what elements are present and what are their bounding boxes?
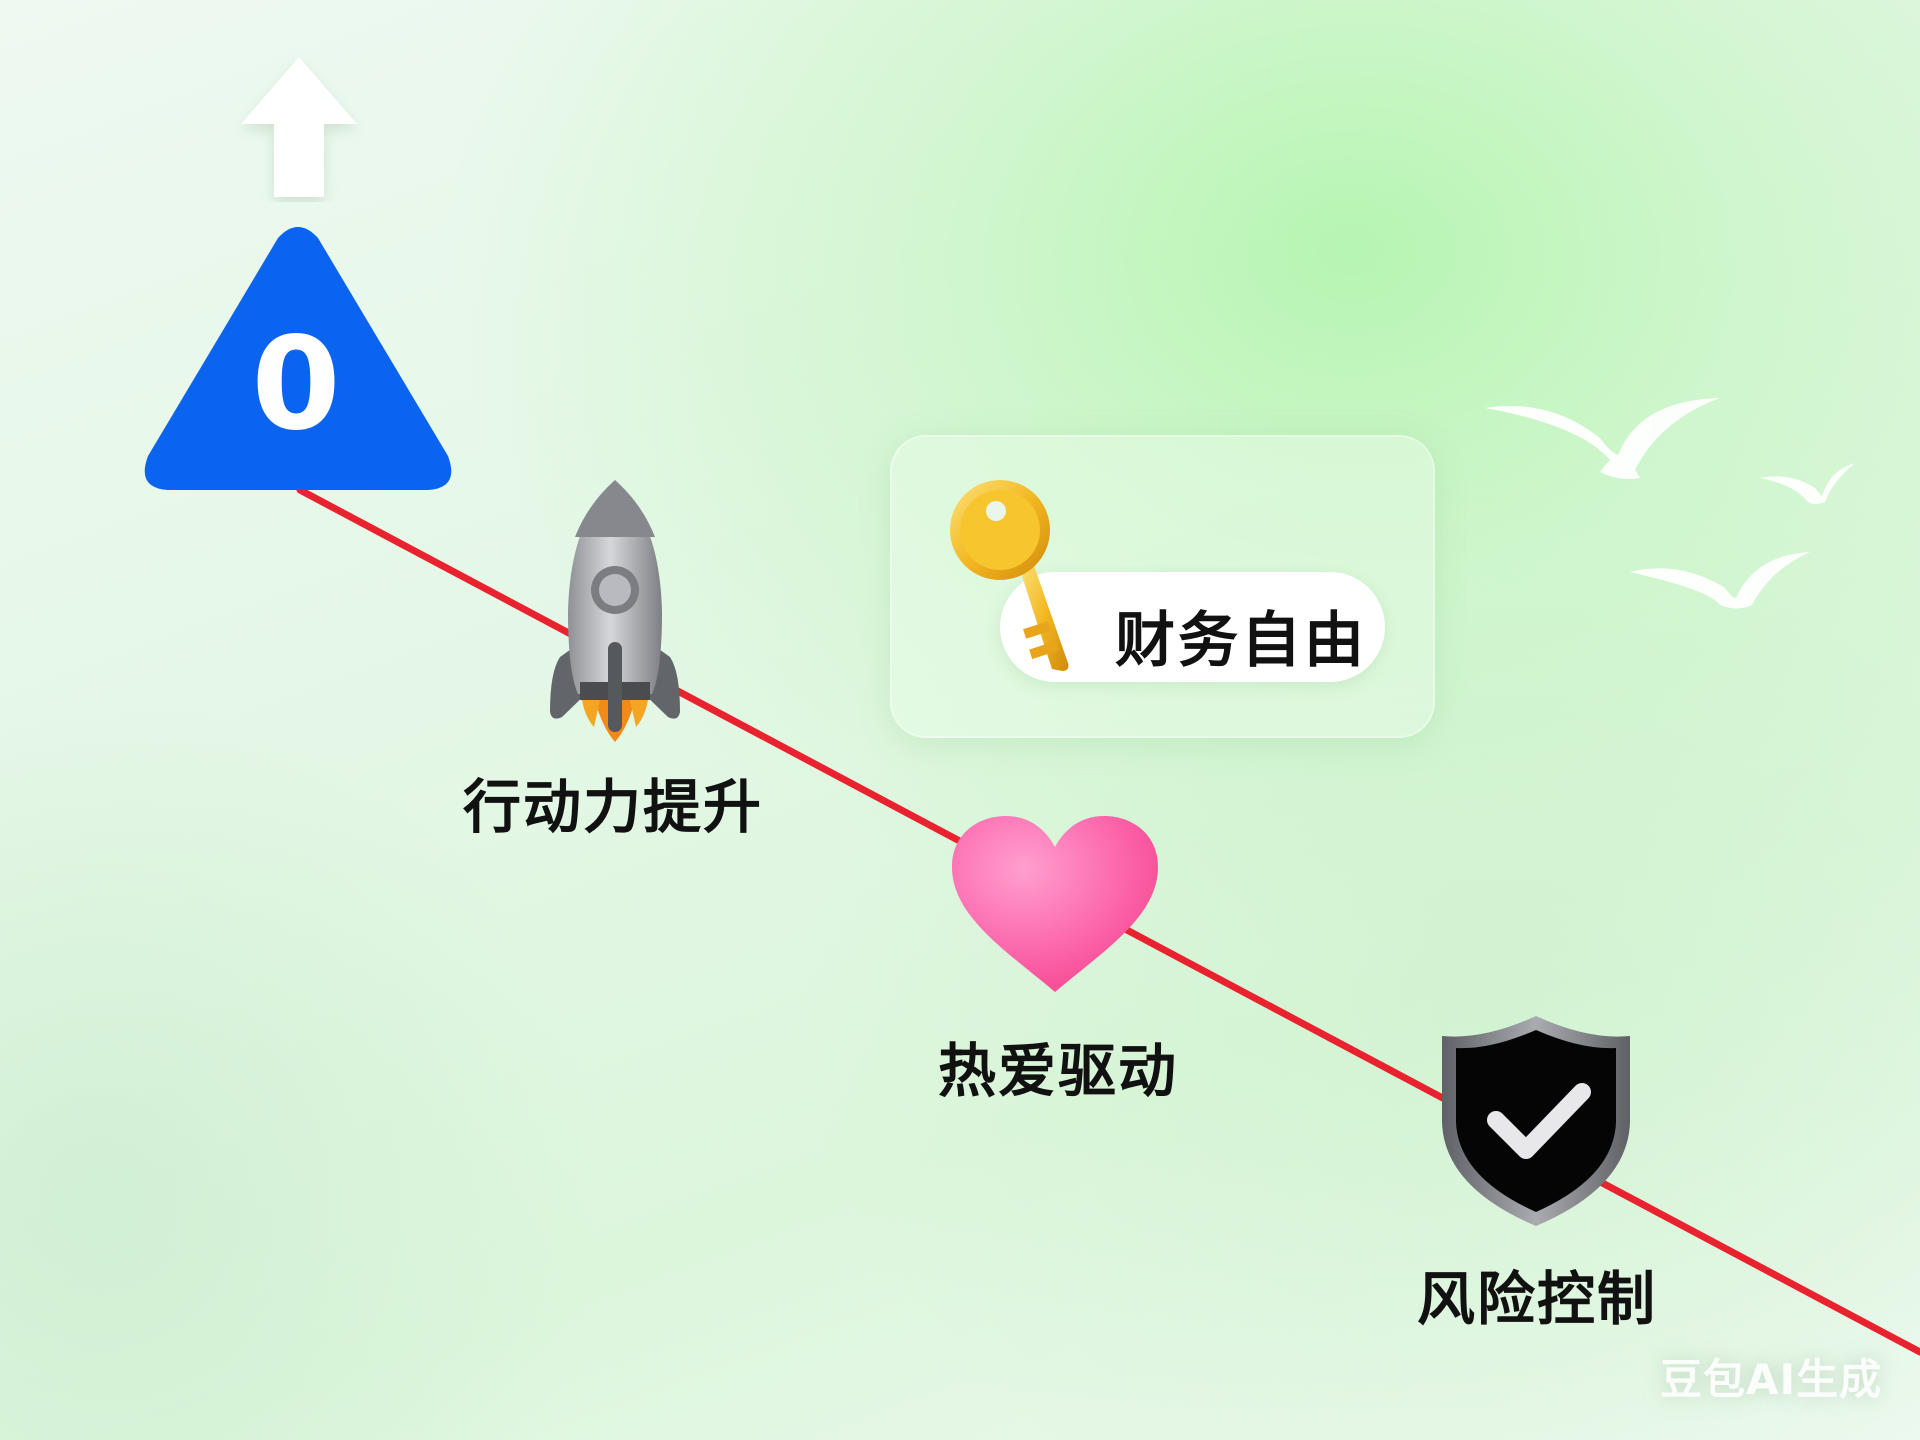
shield-check-icon (1442, 1016, 1630, 1226)
start-triangle-badge (144, 227, 452, 490)
heart-icon (952, 816, 1158, 992)
goal-label: 财务自由 (1115, 606, 1367, 676)
key-icon (950, 480, 1069, 671)
up-arrow-icon (241, 57, 357, 197)
milestone-label-action: 行动力提升 (462, 773, 764, 841)
watermark: 豆包AI生成 (1660, 1355, 1883, 1404)
milestone-label-passion: 热爱驱动 (937, 1037, 1179, 1105)
start-value: 0 (251, 310, 341, 459)
milestone-label-risk: 风险控制 (1416, 1265, 1658, 1333)
bird-icon (1485, 398, 1855, 609)
rocket-icon (550, 480, 680, 742)
